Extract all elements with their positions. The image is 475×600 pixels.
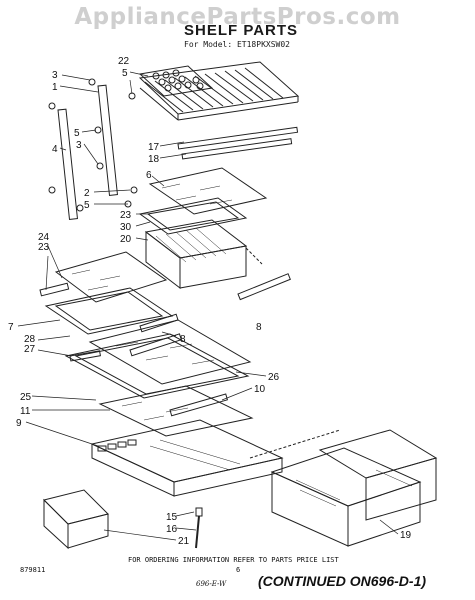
callout-label: 1 bbox=[52, 82, 58, 93]
doc-number: 879811 bbox=[20, 566, 45, 574]
callout-label: 19 bbox=[400, 530, 412, 541]
callout-label: 20 bbox=[120, 234, 132, 245]
glass-shelf-bottom bbox=[98, 385, 254, 437]
callout-labels: 3 1 22 5 4 5 3 17 18 6 2 5 23 30 20 24 2… bbox=[8, 56, 412, 547]
egg-tray bbox=[138, 65, 214, 97]
ordering-note: FOR ORDERING INFORMATION REFER TO PARTS … bbox=[128, 556, 340, 564]
wire-shelf bbox=[138, 61, 300, 121]
hinge-screw bbox=[195, 507, 203, 549]
callout-label: 17 bbox=[148, 142, 160, 153]
callout-label: 23 bbox=[38, 242, 50, 253]
leader-lines bbox=[17, 71, 399, 541]
callout-label: 5 bbox=[74, 128, 80, 139]
callout-label: 8 bbox=[180, 334, 186, 345]
callout-label: 4 bbox=[52, 144, 58, 155]
callout-label: 11 bbox=[20, 406, 31, 417]
callout-label: 22 bbox=[118, 56, 130, 67]
callout-label: 24 bbox=[38, 232, 50, 243]
callout-label: 10 bbox=[254, 384, 266, 395]
callout-label: 28 bbox=[24, 334, 36, 345]
shelf-trim bbox=[177, 126, 299, 160]
shelf-rails bbox=[48, 78, 138, 220]
callout-label: 3 bbox=[76, 140, 82, 151]
callout-label: 6 bbox=[146, 170, 152, 181]
callout-label: 2 bbox=[84, 188, 90, 199]
callout-label: 5 bbox=[84, 200, 90, 211]
callout-label: 16 bbox=[166, 524, 178, 535]
shelf-frame bbox=[138, 197, 248, 235]
watermark: AppliancePartsPros.com bbox=[74, 4, 401, 30]
glass-shelf-upper bbox=[148, 167, 268, 215]
callout-label: 3 bbox=[52, 70, 58, 81]
shelf-frame-mid bbox=[39, 282, 179, 335]
crisper-drawers bbox=[270, 429, 438, 547]
meat-drawer bbox=[144, 219, 248, 290]
glass-shelf-mid bbox=[54, 251, 168, 303]
glass-shelf-lower bbox=[88, 319, 252, 385]
shelf-frame-lower bbox=[64, 333, 250, 399]
page-title: SHELF PARTS bbox=[184, 22, 299, 39]
trim-right bbox=[237, 247, 291, 301]
callout-label: 7 bbox=[8, 322, 14, 333]
model-number: For Model: ET18PKXSW02 bbox=[184, 40, 290, 49]
callout-label: 18 bbox=[148, 154, 160, 165]
callout-label: 5 bbox=[122, 68, 128, 79]
callout-label: 26 bbox=[268, 372, 280, 383]
continued-note: (CONTINUED ON696-D-1) bbox=[258, 573, 426, 589]
callout-label: 9 bbox=[16, 418, 22, 429]
callout-label: 21 bbox=[178, 536, 190, 547]
callout-label: 8 bbox=[256, 322, 262, 333]
page-number: 6 bbox=[236, 566, 240, 574]
callout-label: 23 bbox=[120, 210, 132, 221]
callout-label: 15 bbox=[166, 512, 178, 523]
callout-label: 25 bbox=[20, 392, 32, 403]
dairy-bin bbox=[43, 489, 109, 550]
crisper-cover bbox=[90, 419, 341, 497]
handwritten-note: 696-E-W bbox=[196, 580, 227, 588]
callout-label: 30 bbox=[120, 222, 132, 233]
footer: FOR ORDERING INFORMATION REFER TO PARTS … bbox=[20, 556, 426, 589]
callout-label: 27 bbox=[24, 344, 36, 355]
